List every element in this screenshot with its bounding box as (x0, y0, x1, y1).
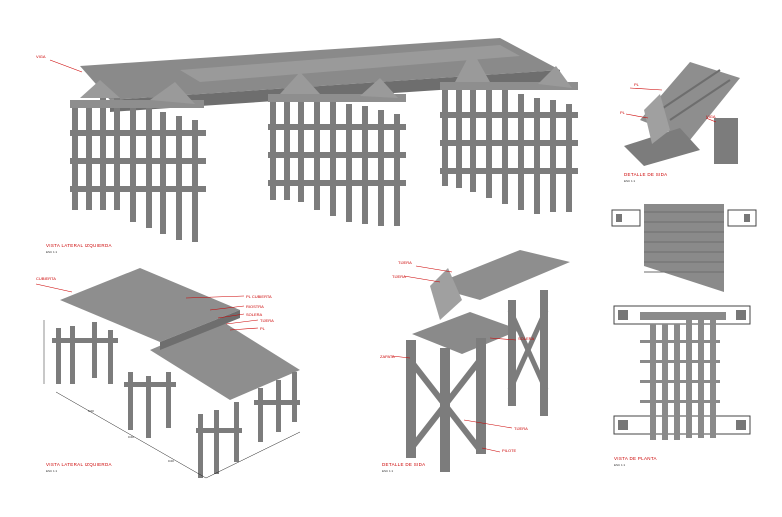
view-bottom-left-isometric: 0.00 0.00 0.00 PL CUBIERTA RIOSTRA SOLER… (35, 268, 301, 479)
svg-text:PL: PL (634, 82, 640, 87)
svg-text:0.00: 0.00 (168, 459, 174, 463)
bent-2 (268, 72, 406, 226)
svg-text:CUBIERTA: CUBIERTA (36, 276, 56, 281)
title-bottom-right: VISTA DE PLANTA (614, 456, 657, 461)
view-top-left-isometric: VIGA VISTA LATERAL IZQUIERDA ESC 1:1 (36, 38, 578, 254)
svg-text:TIJERA: TIJERA (260, 318, 274, 323)
scale-bottom-center: ESC 1:1 (382, 469, 394, 473)
scale-top-right: ESC 1:1 (624, 179, 636, 183)
deck-side (110, 70, 560, 112)
svg-text:VIGA: VIGA (706, 114, 716, 119)
svg-text:PILOTE: PILOTE (502, 448, 517, 453)
bent-3 (440, 50, 578, 214)
title-bottom-left: VISTA LATERAL IZQUIERDA (46, 462, 112, 467)
svg-text:TIJERA: TIJERA (392, 274, 406, 279)
svg-text:PL: PL (260, 326, 266, 331)
svg-text:PL: PL (620, 110, 626, 115)
svg-text:SOLERA: SOLERA (518, 336, 535, 341)
view-bottom-right-plan: VISTA DE PLANTA ESC 1:1 (613, 305, 751, 467)
view-top-right-detail: PL PL VIGA DETALLE DE SIDA ESC 1:1 (620, 62, 740, 183)
deck-bl-side (160, 310, 240, 350)
scale-bottom-left: ESC 1:1 (46, 469, 58, 473)
svg-text:ZAPATA: ZAPATA (380, 354, 395, 359)
title-top-right: DETALLE DE SIDA (624, 172, 667, 177)
svg-text:SOLERA: SOLERA (246, 312, 263, 317)
title-top-left: VISTA LATERAL IZQUIERDA (46, 243, 112, 248)
svg-text:TIJERA: TIJERA (398, 260, 412, 265)
bent-1 (70, 80, 206, 242)
view-bottom-center-detail: TIJERA TIJERA ZAPATA SOLERA TIJERA PILOT… (380, 250, 570, 473)
deck-bl-lower (150, 320, 300, 400)
deck-shade (180, 45, 520, 82)
svg-text:0.00: 0.00 (128, 435, 134, 439)
deck-bl-upper (60, 268, 240, 342)
view-right-plan-deck (611, 204, 757, 292)
svg-text:TIJERA: TIJERA (514, 426, 528, 431)
scale-bottom-right: ESC 1:1 (614, 463, 626, 467)
svg-text:0.00: 0.00 (88, 409, 94, 413)
svg-text:RIOSTRA: RIOSTRA (246, 304, 264, 309)
callout-top-left: VIGA (36, 54, 46, 59)
scale-top-left: ESC 1:1 (46, 250, 58, 254)
bl-piles (52, 322, 300, 478)
svg-text:PL CUBIERTA: PL CUBIERTA (246, 294, 272, 299)
title-bottom-center: DETALLE DE SIDA (382, 462, 425, 467)
